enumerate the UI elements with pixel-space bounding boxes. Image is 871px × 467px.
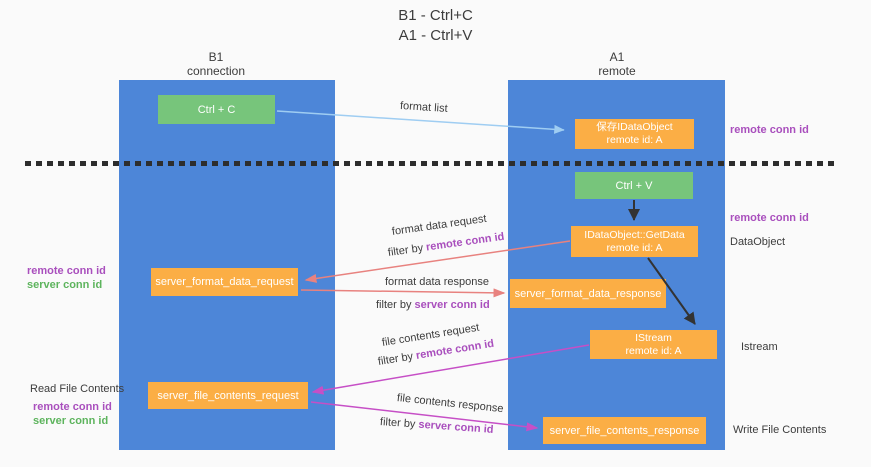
- idataobject-getdata-box: IDataObject::GetData remote id: A: [571, 226, 698, 257]
- server-conn-id-accent-1: server conn id: [414, 299, 490, 311]
- filter-by-text: filter by: [387, 241, 427, 259]
- server-format-data-response-label: server_format_data_response: [514, 287, 662, 300]
- format-data-response-label: format data response: [385, 276, 489, 288]
- save-idataobject-line1: 保存IDataObject: [596, 121, 673, 133]
- filter-by-text: filter by: [377, 350, 417, 368]
- read-file-contents-label: Read File Contents: [30, 383, 125, 395]
- left-remote-conn-id-1: remote conn id: [27, 265, 106, 277]
- server-file-contents-response-label: server_file_contents_response: [549, 424, 700, 437]
- istream-box: IStream remote id: A: [590, 330, 717, 359]
- ctrl-c-label: Ctrl + C: [197, 103, 236, 116]
- left-server-conn-id-2: server conn id: [33, 415, 109, 427]
- title-line-1: B1 - Ctrl+C: [398, 7, 473, 24]
- title-line-2: A1 - Ctrl+V: [398, 27, 473, 44]
- right-remote-conn-id-1: remote conn id: [730, 124, 809, 136]
- left-remote-conn-id-2: remote conn id: [33, 401, 112, 413]
- server-conn-id-accent-2: server conn id: [418, 418, 494, 436]
- write-file-contents-label: Write File Contents: [733, 424, 827, 436]
- dashed-divider: [25, 161, 838, 166]
- getdata-line1: IDataObject::GetData: [584, 228, 685, 241]
- diagram-title: B1 - Ctrl+C A1 - Ctrl+V: [0, 6, 871, 46]
- lane-a1-subtitle: remote: [598, 64, 636, 78]
- save-idataobject-line2: remote id: A: [606, 134, 663, 146]
- server-file-contents-request-label: server_file_contents_request: [157, 389, 299, 402]
- lane-b1-subtitle: connection: [186, 64, 246, 78]
- ctrl-v-label: Ctrl + V: [615, 179, 653, 192]
- filter-by-text: filter by: [379, 416, 419, 431]
- istream-side-label: Istream: [741, 341, 778, 353]
- ctrl-c-box: Ctrl + C: [158, 95, 275, 124]
- istream-line2: remote id: A: [625, 344, 682, 357]
- filter-by-server-conn-id-label-2: filter by server conn id: [380, 416, 494, 436]
- lane-a1-name: A1: [609, 50, 625, 64]
- server-format-data-response-box: server_format_data_response: [510, 279, 666, 308]
- server-format-data-request-box: server_format_data_request: [151, 268, 298, 296]
- left-server-conn-id-1: server conn id: [27, 279, 103, 291]
- dataobject-label: DataObject: [730, 236, 786, 248]
- save-idataobject-box: 保存IDataObject remote id: A: [575, 119, 694, 149]
- lane-header-b1: B1 connection: [146, 50, 286, 78]
- lane-b1-name: B1: [208, 50, 224, 64]
- right-remote-conn-id-2: remote conn id: [730, 212, 809, 224]
- filter-by-server-conn-id-label-1: filter by server conn id: [376, 299, 490, 311]
- filter-by-text: filter by: [376, 299, 415, 311]
- ctrl-v-box: Ctrl + V: [575, 172, 693, 199]
- format-list-label: format list: [399, 100, 448, 115]
- lane-header-a1: A1 remote: [547, 50, 687, 78]
- istream-line1: IStream: [635, 331, 672, 344]
- file-contents-response-label: file contents response: [396, 392, 505, 416]
- remote-conn-id-accent-1: remote conn id: [425, 230, 506, 254]
- getdata-line2: remote id: A: [606, 241, 663, 254]
- server-format-data-request-label: server_format_data_request: [155, 276, 294, 288]
- server-file-contents-response-box: server_file_contents_response: [543, 417, 706, 444]
- server-file-contents-request-box: server_file_contents_request: [148, 382, 308, 409]
